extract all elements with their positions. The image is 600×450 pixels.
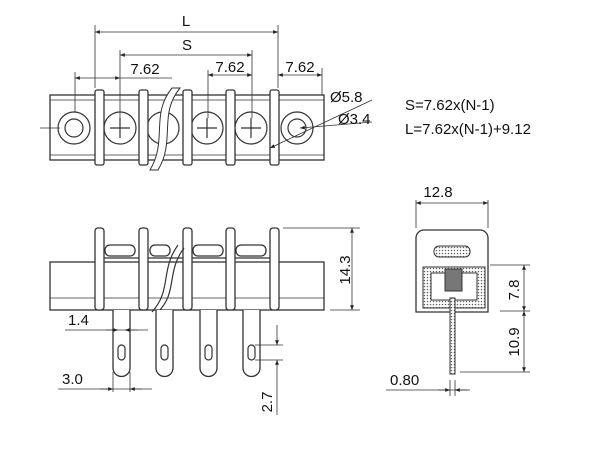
pin-width-label: 1.4 [68, 312, 89, 329]
l-formula: L=7.62x(N-1)+9.12 [405, 121, 531, 138]
pitch-left-label: 7.62 [130, 61, 159, 78]
slot-length-label: 2.7 [259, 392, 276, 413]
side-pin [449, 297, 456, 375]
pitch-mid-label: 7.62 [215, 59, 244, 76]
pin-spacing-label: 3.0 [62, 371, 83, 388]
dim-L-label: L [182, 13, 190, 30]
top-view: L S 7.62 7.62 7.62 Ø5.8 Ø3.4 [40, 13, 373, 171]
side-screw-head [433, 245, 471, 258]
hole-inner-label: Ø3.4 [338, 111, 371, 128]
clamp [444, 268, 463, 292]
s-formula: S=7.62x(N-1) [405, 97, 495, 114]
pitch-right-label: 7.62 [285, 59, 314, 76]
hole-outer-label: Ø5.8 [330, 89, 363, 106]
break-line [149, 87, 182, 171]
side-view: 12.8 7.8 10.9 0.80 [386, 184, 530, 396]
front-view: 14.3 1.4 3.0 2.7 [49, 227, 360, 415]
width-label: 12.8 [423, 184, 452, 201]
height-label: 14.3 [337, 255, 354, 284]
pin-length-label: 10.9 [506, 327, 523, 356]
dim-S-label: S [182, 37, 192, 54]
pins [112, 310, 261, 378]
pin-thickness-label: 0.80 [390, 372, 419, 389]
front-barriers [94, 227, 280, 311]
wire [151, 244, 179, 313]
barriers [94, 89, 280, 166]
body-height-label: 7.8 [506, 280, 523, 301]
